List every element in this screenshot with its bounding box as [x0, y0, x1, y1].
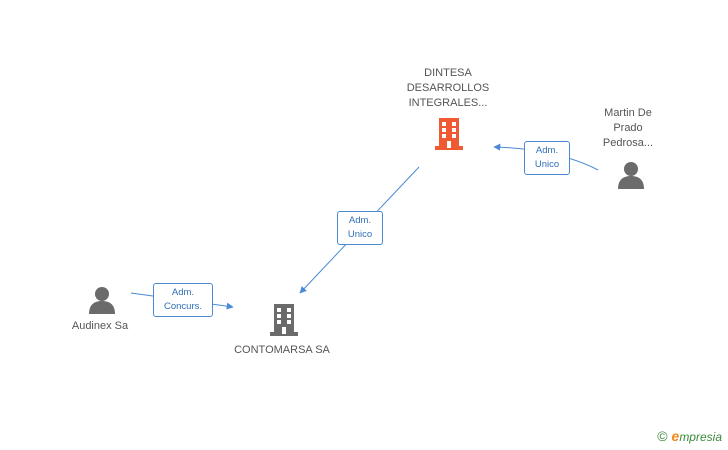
- person-icon-audinex[interactable]: [87, 285, 117, 315]
- node-label-contomarsa[interactable]: CONTOMARSA SA: [212, 343, 352, 358]
- brand-initial: e: [671, 428, 680, 444]
- node-label-martin[interactable]: Martin De Prado Pedrosa...: [588, 106, 668, 151]
- node-label-line: CONTOMARSA SA: [234, 344, 330, 356]
- edge-label-line: Concurs.: [163, 301, 202, 312]
- node-label-audinex[interactable]: Audinex Sa: [50, 319, 150, 334]
- building-icon-contomarsa[interactable]: [267, 302, 301, 338]
- edge-label-line: Adm.: [171, 287, 195, 298]
- brand-logo: ©empresia: [657, 428, 722, 444]
- node-label-line: Martin De: [604, 107, 652, 119]
- node-label-line: INTEGRALES...: [408, 97, 488, 109]
- edge-label-line: Adm.: [535, 145, 559, 156]
- building-icon-dintesa[interactable]: [432, 116, 466, 152]
- node-label-line: Pedrosa...: [602, 137, 654, 149]
- edge-label-audinex-to-contomarsa[interactable]: Adm. Concurs.: [153, 283, 213, 317]
- edge-label-martin-to-dintesa[interactable]: Adm. Unico: [524, 141, 570, 175]
- person-icon-martin[interactable]: [616, 160, 646, 190]
- edge-label-dintesa-to-contomarsa[interactable]: Adm. Unico: [337, 211, 383, 245]
- node-label-line: DINTESA: [424, 67, 472, 79]
- edge-label-line: Unico: [534, 159, 560, 170]
- edge-label-line: Adm.: [348, 215, 372, 226]
- node-label-line: DESARROLLOS: [406, 82, 490, 94]
- node-label-dintesa[interactable]: DINTESA DESARROLLOS INTEGRALES...: [378, 66, 518, 111]
- brand-name: mpresia: [679, 430, 722, 444]
- node-label-line: Prado: [613, 122, 643, 134]
- node-label-line: Audinex Sa: [71, 320, 129, 332]
- copyright-icon: ©: [657, 428, 668, 444]
- edge-label-line: Unico: [347, 229, 373, 240]
